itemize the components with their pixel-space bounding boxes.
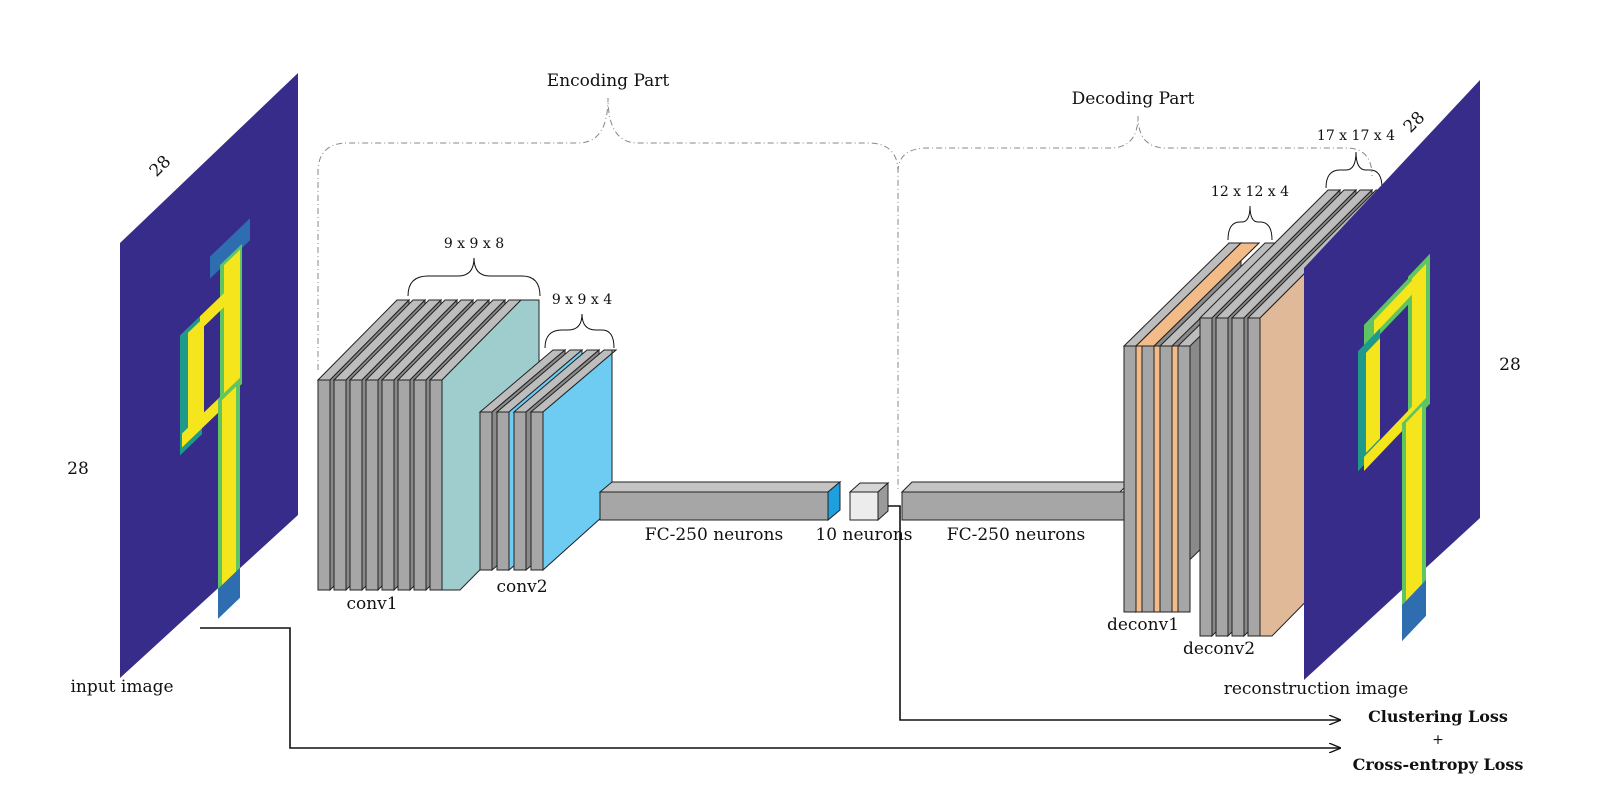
encoding-brace xyxy=(317,97,899,490)
input-image xyxy=(120,73,298,678)
deconv2-brace xyxy=(1325,151,1383,189)
fc-encoder-label: FC-250 neurons xyxy=(645,525,783,545)
fc-decoder-bar xyxy=(900,481,1132,521)
input-height-label: 28 xyxy=(67,459,89,479)
recon-height-label: 28 xyxy=(1499,355,1521,375)
fc-encoder-bar xyxy=(598,480,842,522)
cross-entropy-loss-arrow xyxy=(200,627,1340,748)
reconstruction-image-label: reconstruction image xyxy=(1224,679,1409,699)
conv2-slab-last xyxy=(529,349,618,572)
recon-width-label: 28 xyxy=(1400,108,1429,137)
conv1-label: conv1 xyxy=(346,594,397,614)
input-digit xyxy=(180,218,250,619)
deconv1-slab xyxy=(1134,242,1261,613)
input-width-label: 28 xyxy=(146,152,175,181)
plus-label: + xyxy=(1432,732,1444,748)
fc-decoder-label: FC-250 neurons xyxy=(947,525,1085,545)
embedding-label: 10 neurons xyxy=(815,525,912,545)
decoding-brace xyxy=(897,115,1373,177)
conv1-brace xyxy=(407,257,541,297)
conv2-dims-label: 9 x 9 x 4 xyxy=(552,292,612,308)
reconstruction-image xyxy=(1304,80,1480,680)
conv2-brace xyxy=(544,313,615,349)
deconv1-dims-label: 12 x 12 x 4 xyxy=(1211,184,1289,200)
clustering-loss-label: Clustering Loss xyxy=(1368,707,1508,726)
reconstruction-digit xyxy=(1358,253,1430,642)
decoding-part-label: Decoding Part xyxy=(1072,89,1195,109)
embedding-box xyxy=(848,481,890,522)
input-image-label: input image xyxy=(70,677,173,697)
deconv2-label: deconv2 xyxy=(1183,639,1255,659)
deconv2-dims-label: 17 x 17 x 4 xyxy=(1317,128,1395,144)
conv1-dims-label: 9 x 9 x 8 xyxy=(444,236,504,252)
cross-entropy-loss-label: Cross-entropy Loss xyxy=(1353,755,1524,774)
encoding-part-label: Encoding Part xyxy=(547,71,670,91)
clustering-loss-arrow xyxy=(888,505,1340,720)
conv2-block xyxy=(478,348,618,572)
deconv1-label: deconv1 xyxy=(1107,615,1179,635)
conv2-label: conv2 xyxy=(496,577,547,597)
deconv1-slab xyxy=(1153,242,1279,613)
deconv1-brace xyxy=(1227,205,1273,241)
